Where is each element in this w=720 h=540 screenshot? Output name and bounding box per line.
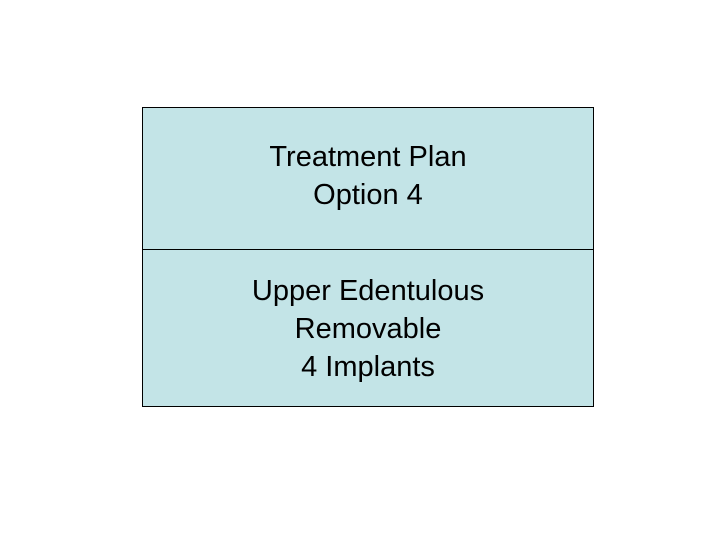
treatment-plan-title: Treatment Plan Option 4: [269, 141, 467, 212]
treatment-plan-panel: Treatment Plan Option 4 Upper Edentulous…: [142, 107, 594, 407]
treatment-plan-details: Upper Edentulous Removable 4 Implants: [251, 274, 485, 383]
panel-title-section: Treatment Plan Option 4: [143, 108, 593, 250]
panel-body-section: Upper Edentulous Removable 4 Implants: [143, 250, 593, 406]
